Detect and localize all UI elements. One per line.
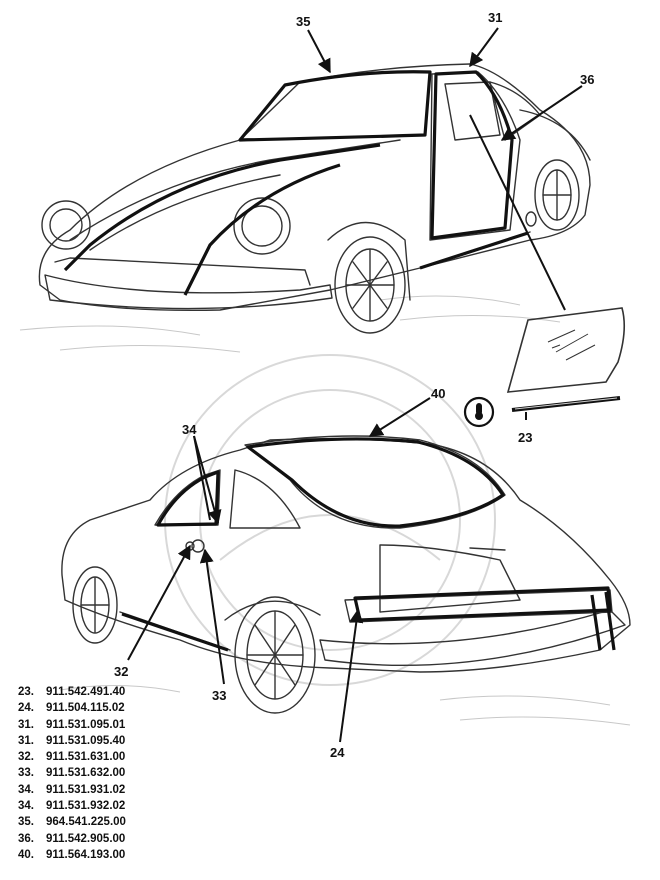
part-code: 911.531.095.01 — [46, 718, 126, 731]
part-code: 911.531.932.02 — [46, 800, 126, 813]
callout-24: 24 — [330, 745, 345, 760]
part-number: 31. — [18, 734, 34, 747]
callout-34: 34 — [182, 422, 197, 437]
part-code: 911.542.905.00 — [46, 832, 126, 845]
part-number: 34. — [18, 800, 34, 813]
watermark-seal — [164, 354, 496, 686]
parts-list-item: 36. 911.542.905.00 — [18, 831, 126, 847]
callout-labels: 35 31 36 40 34 23 32 33 24 — [114, 10, 594, 760]
part-code: 911.504.115.02 — [46, 702, 125, 715]
part-number: 23. — [18, 686, 34, 698]
parts-list-item: 23. 911.542.491.40 — [18, 684, 126, 700]
parts-list-item: 35. 964.541.225.00 — [18, 814, 126, 830]
rear-car-drawing — [61, 435, 631, 714]
front-car-seals — [63, 70, 529, 296]
part-code: 911.542.491.40 — [46, 686, 126, 698]
part-number: 40. — [18, 848, 34, 861]
part-code: 911.531.631.00 — [46, 751, 126, 764]
parts-list: 23. 911.542.491.40 24. 911.504.115.02 31. 9… — [18, 684, 126, 863]
callout-33: 33 — [212, 688, 226, 703]
rear-car-seals — [121, 437, 616, 652]
leader-lines — [127, 27, 583, 743]
part-code: 964.541.225.00 — [46, 816, 126, 829]
door-glass-part — [506, 307, 626, 393]
part-code: 911.531.632.00 — [46, 767, 126, 780]
parts-list-item: 32. 911.531.631.00 — [18, 749, 126, 765]
strip-part-23 — [511, 396, 621, 412]
parts-list-item: 33. 911.531.632.00 — [18, 765, 126, 781]
part-number: 33. — [18, 767, 34, 780]
part-code: 911.564.193.00 — [46, 848, 126, 861]
parts-list-item: 34. 911.531.931.02 — [18, 782, 126, 798]
callout-31: 31 — [488, 10, 502, 25]
parts-list-item: 31. 911.531.095.01 — [18, 717, 126, 733]
part-code: 911.531.931.02 — [46, 783, 126, 796]
part-number: 34. — [18, 783, 34, 796]
callout-40: 40 — [431, 386, 445, 401]
thermometer-icon — [463, 396, 495, 428]
part-number: 24. — [18, 702, 34, 715]
parts-list-item: 31. 911.531.095.40 — [18, 733, 126, 749]
part-code: 911.531.095.40 — [46, 734, 126, 747]
front-car-drawing — [38, 63, 591, 334]
parts-list-item: 40. 911.564.193.00 — [18, 847, 126, 863]
callout-32: 32 — [114, 664, 128, 679]
callout-36: 36 — [580, 72, 594, 87]
parts-list-item: 24. 911.504.115.02 — [18, 700, 126, 716]
part-number: 36. — [18, 832, 34, 845]
part-number: 35. — [18, 816, 34, 829]
part-number: 31. — [18, 718, 34, 731]
callout-23: 23 — [518, 430, 532, 445]
callout-35: 35 — [296, 14, 310, 29]
part-number: 32. — [18, 751, 34, 764]
ground-shading — [19, 295, 631, 726]
parts-list-item: 34. 911.531.932.02 — [18, 798, 126, 814]
